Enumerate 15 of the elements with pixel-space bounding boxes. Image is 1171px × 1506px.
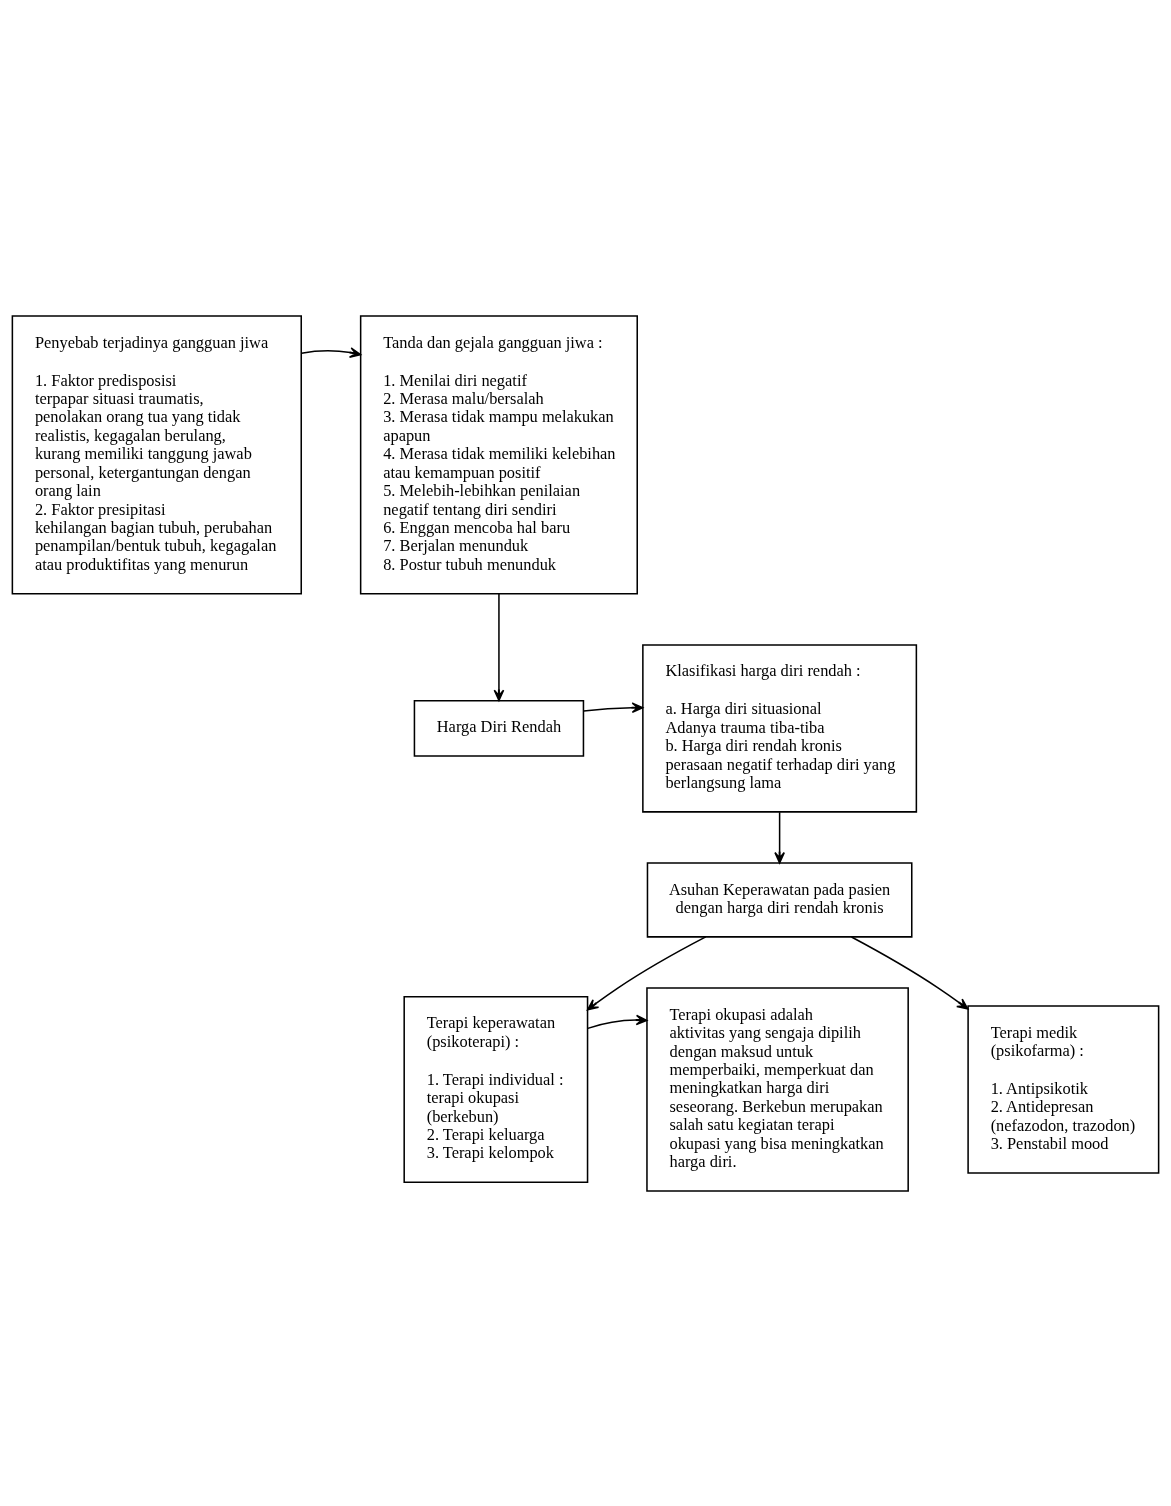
node-box: Penyebab terjadinya gangguan jiwa 1. Faktor predisposisi terpapar situasi traumatis, penolakan orang tua yang tidak realistis, kegagalan berulang, kurang memiliki tanggung jawab personal, ketergantungan dengan orang lain 2. Faktor presipitasi kehilangan bagian tubuh, perubahan penampilan/bentuk tubuh, kegagalan atau produktifitas yang menurun <box>11 314 302 594</box>
node-box: Asuhan Keperawatan pada pasien dengan harga diri rendah kronis <box>646 861 913 938</box>
node-box: Terapi keperawatan (psikoterapi) : 1. Terapi individual : terapi okupasi (berkebun) 2. Terapi keluarga 3. Terapi kelompok <box>403 995 589 1183</box>
node-box: Tanda dan gejala gangguan jiwa : 1. Menilai diri negatif 2. Merasa malu/bersalah 3. Merasa tidak mampu melakukan apapun 4. Merasa tidak memiliki kelebihan atau kemampuan positif 5. Melebih-lebihkan penilaian negatif tentang diri sendiri 6. Enggan mencoba hal baru 7. Berjalan menunduk 8. Postur tubuh menunduk <box>359 314 638 594</box>
node-box: Terapi okupasi adalah aktivitas yang sengaja dipilih dengan maksud untuk memperbaiki, memperkuat dan meningkatkan harga diri seseorang. Berkebun merupakan salah satu kegiatan terapi okupasi yang bisa meningkatkan harga diri. <box>646 986 909 1192</box>
arrow <box>850 935 969 1010</box>
node-box: Terapi medik (psikofarma) : 1. Antipsikotik 2. Antidepresan (nefazodon, trazodon) 3. Penstabil mood <box>967 1004 1160 1174</box>
arrow <box>493 592 505 701</box>
arrow <box>774 810 785 864</box>
node-box: Harga Diri Rendah <box>413 699 585 757</box>
node-box: Klasifikasi harga diri rendah : a. Harga diri situasional Adanya trauma tiba-tiba b. Harga diri rendah kronis perasaan negatif terhadap diri yang berlangsung lama <box>642 643 918 813</box>
arrow <box>582 701 644 713</box>
arrow <box>586 935 707 1011</box>
arrow <box>300 346 362 358</box>
arrow <box>587 1014 648 1029</box>
